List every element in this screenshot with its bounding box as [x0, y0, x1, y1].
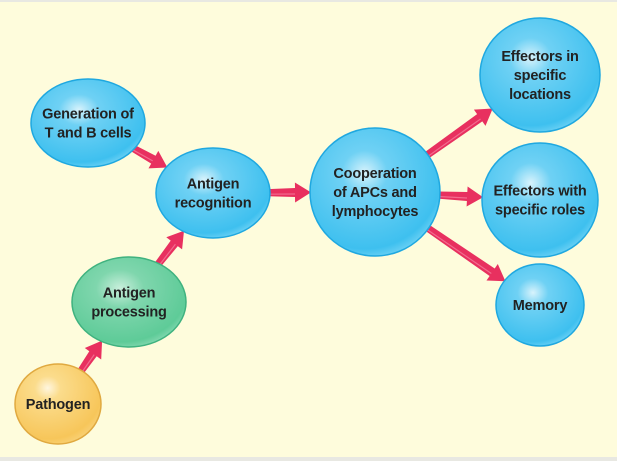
arrow-cooperation-to-memory — [424, 224, 506, 282]
node-generation: Generation of T and B cells — [30, 78, 146, 168]
node-pathogen: Pathogen — [14, 363, 102, 445]
node-label-line: Memory — [513, 298, 568, 314]
arrow-generation-to-recognition — [130, 144, 168, 169]
node-recognition: Antigen recognition — [155, 147, 271, 239]
node-label-line: Cooperation — [333, 166, 416, 182]
node-shape-green — [71, 256, 187, 348]
arrow-highlight — [425, 228, 492, 274]
node-shape-blue — [495, 263, 585, 347]
node-label-line: T and B cells — [45, 126, 132, 142]
node-label-line: specific — [514, 68, 567, 84]
node-effectors-roles: Effectors with specific roles — [481, 142, 599, 258]
arrow-highlight — [131, 148, 153, 162]
node-effectors-locations: Effectors in specific locations — [479, 17, 601, 133]
node-label-line: recognition — [175, 196, 252, 212]
node-shape-blue — [309, 127, 441, 257]
node-label-line: Antigen — [103, 286, 156, 302]
node-processing: Antigen processing — [71, 256, 187, 348]
node-label-line: Effectors with — [493, 184, 586, 200]
node-label-line: lymphocytes — [332, 204, 419, 220]
node-shape-blue — [155, 147, 271, 239]
arrow-highlight — [426, 118, 481, 158]
arrow-cooperation-to-effectors-roles — [437, 186, 484, 207]
node-shape-blue — [30, 78, 146, 168]
node-memory: Memory — [495, 263, 585, 347]
node-label-line: of APCs and — [333, 185, 416, 201]
node-cooperation: Cooperation of APCs and lymphocytes — [309, 127, 441, 257]
node-label-line: Antigen — [187, 177, 240, 193]
node-shape-blue — [481, 142, 599, 258]
arrow-pathogen-to-processing — [77, 340, 103, 375]
node-shape-blue — [479, 17, 601, 133]
arrow-highlight — [81, 354, 95, 374]
arrow-highlight — [158, 243, 176, 267]
node-label-line: specific roles — [495, 203, 585, 219]
node-label-line: processing — [91, 305, 166, 321]
node-label-line: locations — [509, 87, 571, 103]
node-label-line: Generation of — [42, 107, 134, 123]
node-label-line: Pathogen — [26, 397, 90, 413]
arrow-cooperation-to-effectors-locations — [424, 108, 493, 159]
arrow-highlight — [437, 195, 468, 199]
node-shape-yellow — [14, 363, 102, 445]
node-label-line: Effectors in — [501, 49, 578, 65]
arrow-processing-to-recognition — [154, 230, 184, 268]
arrow-recognition-to-cooperation — [268, 182, 311, 203]
